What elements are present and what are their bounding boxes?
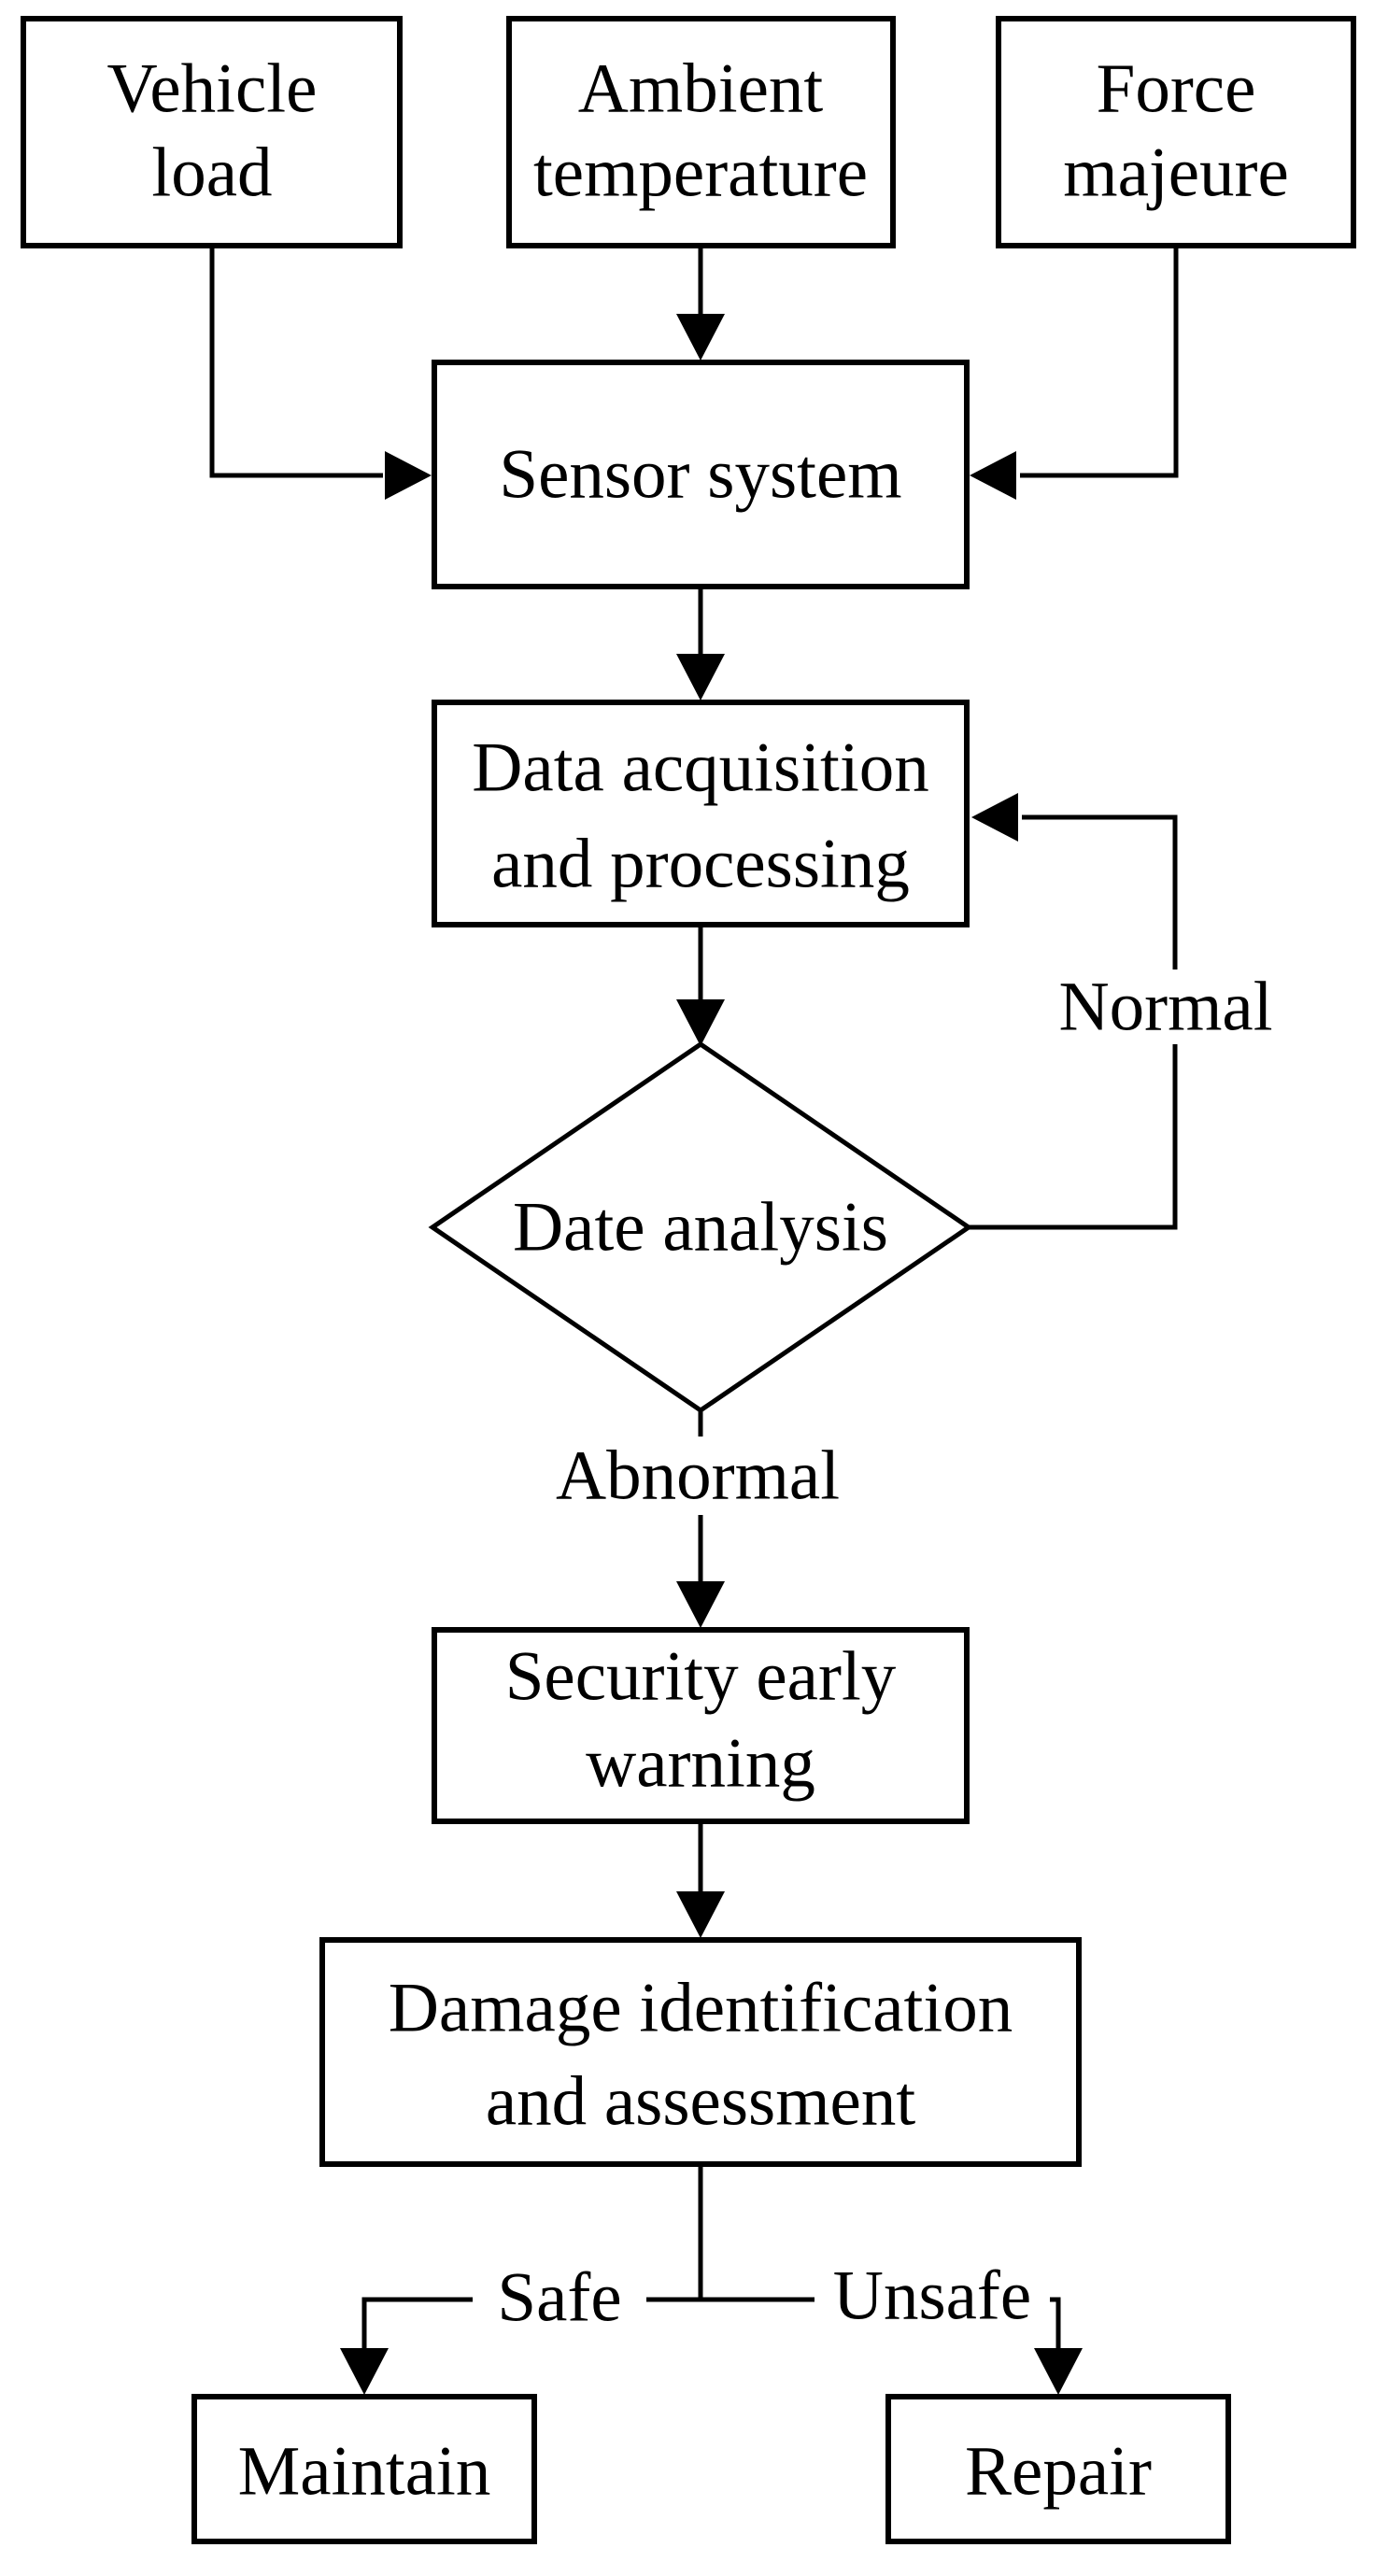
node-damage-identification-label-line2: and assessment	[486, 2063, 915, 2141]
edge-vehicle-load-to-sensor-line	[209, 246, 383, 478]
edge-label-normal-bg	[1054, 970, 1278, 1044]
node-force-majeure-label-line2: majeure	[1063, 134, 1289, 212]
edge-unsafe-arrowhead	[1034, 2348, 1083, 2395]
node-security-early-warning-label-line2: warning	[586, 1725, 815, 1803]
node-maintain-label: Maintain	[238, 2433, 491, 2511]
node-sensor-system-box	[432, 360, 970, 589]
node-date-analysis-diamond	[428, 1040, 973, 1414]
node-repair-label: Repair	[965, 2433, 1152, 2511]
node-data-acquisition-label-line2: and processing	[491, 826, 910, 903]
node-damage-identification-label-line1: Damage identification	[389, 1970, 1013, 2047]
edge-label-abnormal-bg	[553, 1437, 843, 1515]
node-ambient-temperature-label-line2: temperature	[533, 134, 868, 212]
edge-label-unsafe-bg	[814, 2258, 1050, 2337]
edge-label-safe-bg	[473, 2260, 646, 2335]
node-vehicle-load-box	[21, 16, 403, 248]
edge-security-to-damage-arrowhead	[676, 1891, 725, 1938]
node-vehicle-load-label-line2: load	[151, 134, 272, 212]
node-repair-box	[885, 2394, 1231, 2544]
edge-sensor-to-data-arrowhead	[676, 654, 725, 701]
node-force-majeure-box	[996, 16, 1356, 248]
edge-label-normal: Normal	[1058, 969, 1272, 1046]
edge-abnormal-arrowhead	[676, 1581, 725, 1628]
edge-data-to-date-analysis-arrowhead	[676, 999, 725, 1046]
node-ambient-temperature-label-line1: Ambient	[578, 50, 824, 128]
node-force-majeure-label-line1: Force	[1097, 50, 1256, 128]
edge-force-majeure-to-sensor-line	[1020, 246, 1179, 478]
edge-safe-arrowhead	[340, 2348, 389, 2395]
edge-vehicle-load-arrowhead	[385, 451, 432, 500]
edge-label-abnormal: Abnormal	[556, 1437, 840, 1515]
node-date-analysis-label: Date analysis	[513, 1189, 888, 1267]
edge-label-unsafe: Unsafe	[833, 2258, 1031, 2335]
node-damage-identification-box	[319, 1937, 1082, 2167]
node-ambient-temperature-box	[506, 16, 896, 248]
edge-normal-feedback-arrowhead	[971, 793, 1018, 842]
edge-force-majeure-arrowhead	[970, 451, 1016, 500]
node-vehicle-load-label-line1: Vehicle	[107, 50, 318, 128]
node-maintain-box	[191, 2394, 537, 2544]
node-security-early-warning-box	[432, 1627, 970, 1824]
node-security-early-warning-label-line1: Security early	[505, 1638, 897, 1716]
node-sensor-system-label: Sensor system	[499, 436, 901, 514]
node-data-acquisition-label-line1: Data acquisition	[472, 729, 928, 807]
edge-ambient-temperature-arrowhead	[676, 314, 725, 361]
edge-label-safe: Safe	[497, 2259, 621, 2337]
node-data-acquisition-box	[432, 700, 970, 927]
